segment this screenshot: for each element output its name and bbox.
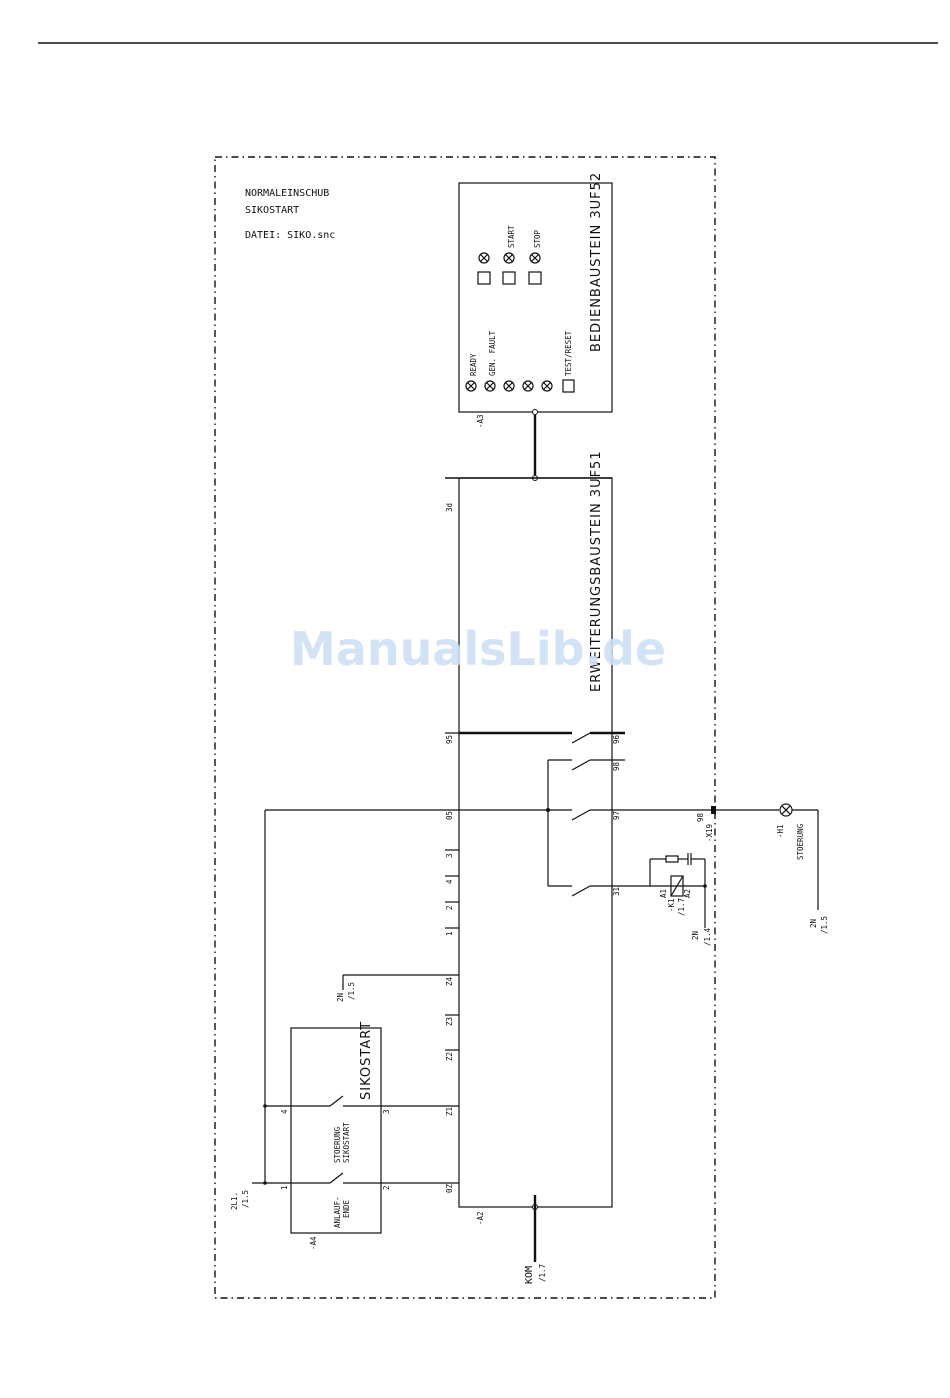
xref-l1-page: /1.5 <box>241 1190 250 1208</box>
terminal-0z: 0Z <box>445 1183 454 1193</box>
sikostart-contact-lower-blade <box>329 1172 344 1184</box>
terminal-4: 4 <box>445 879 454 884</box>
header-file-line: DATEI: SIKO.snc <box>245 230 335 241</box>
led-top-1-icon <box>478 252 490 264</box>
terminal-z2: Z2 <box>445 1052 454 1061</box>
header-title-line1: NORMALEINSCHUB <box>245 188 329 199</box>
terminal-98: 98 <box>612 761 621 771</box>
relay-k1-pin-a2: A2 <box>683 889 692 898</box>
label-test-reset: TEST/RESET <box>564 330 573 376</box>
terminal-97: 97 <box>612 811 621 820</box>
led-ready-icon <box>465 380 477 392</box>
module-a3-title: BEDIENBAUSTEIN 3UF52 <box>589 172 604 352</box>
button-test-reset-icon <box>562 379 575 393</box>
relay-k1-pin-a1: A1 <box>659 889 668 898</box>
led-4-icon <box>522 380 534 392</box>
label-stop: STOP <box>533 229 542 248</box>
label-gen-fault: GEN. FAULT <box>488 330 497 376</box>
sikostart-pin-3: 3 <box>382 1109 391 1114</box>
xref-n-h1: 2N <box>809 919 818 928</box>
lamp-h1-ref: -H1 <box>776 824 785 838</box>
contact-31-blade <box>571 885 591 897</box>
led-3-icon <box>503 380 515 392</box>
xref-kom: KOM <box>524 1266 535 1284</box>
header-title-line2: SIKOSTART <box>245 205 299 216</box>
xref-n-k1: 2N <box>691 931 700 940</box>
rc-resistor-icon <box>665 855 679 863</box>
xref-l1: 2L1. <box>230 1192 239 1210</box>
sikostart-ref: -A4 <box>309 1236 318 1250</box>
module-a2-ref: -A2 <box>476 1211 485 1225</box>
led-stop-icon <box>529 252 541 264</box>
sikostart-title: SIKOSTART <box>359 1021 374 1100</box>
button-start-icon <box>502 271 516 285</box>
terminal-3: 3 <box>445 853 454 858</box>
sikostart-contact-lower-label-1: ANLAUF- <box>333 1196 342 1228</box>
terminal-1: 1 <box>445 931 454 936</box>
sikostart-pin-4: 4 <box>280 1109 289 1114</box>
module-a2-title: ERWEITERUNGSBAUSTEIN 3UF51 <box>589 450 604 692</box>
terminal-05: 05 <box>445 811 454 820</box>
cabinet-frame <box>214 156 716 1299</box>
terminal-z3: Z3 <box>445 1017 454 1026</box>
label-start: START <box>507 225 516 248</box>
terminal-2: 2 <box>445 905 454 910</box>
button-stop-icon <box>528 271 542 285</box>
contact-97-blade <box>571 809 591 821</box>
terminal-96: 96 <box>612 734 621 744</box>
terminal-z1: Z1 <box>445 1107 454 1116</box>
led-gen-fault-icon <box>484 380 496 392</box>
relay-k1-ref: -K1 <box>667 898 676 912</box>
xref-n-h1-page: /1.5 <box>820 916 829 934</box>
terminal-x19-pin: 98 <box>696 812 705 822</box>
led-start-icon <box>503 252 515 264</box>
bus-terminal-top <box>532 409 538 415</box>
terminal-x19-icon <box>711 806 716 814</box>
xref-kom-page: /1.7 <box>538 1264 547 1282</box>
xref-n-mid: 2N <box>336 993 345 1002</box>
sikostart-contact-upper-blade <box>329 1095 344 1107</box>
led-row-top <box>478 252 541 264</box>
sikostart-pin-1: 1 <box>280 1185 289 1190</box>
relay-k1-coil-slash <box>670 875 684 897</box>
terminal-31: 31 <box>612 887 621 896</box>
sikostart-pin-2: 2 <box>382 1185 391 1190</box>
label-ready: READY <box>469 353 478 376</box>
lamp-h1-label: STOERUNG <box>796 823 805 860</box>
terminal-x19-ref: -X19 <box>705 824 714 842</box>
contact-95-96-blade <box>571 732 591 744</box>
terminal-95: 95 <box>445 735 454 744</box>
module-a3-ref: -A3 <box>476 414 485 428</box>
button-1-icon <box>477 271 491 285</box>
watermark: ManualsLib.de <box>290 622 666 676</box>
led-row-bottom <box>465 380 553 392</box>
sikostart-contact-upper-label-1: STOERUNG <box>333 1126 342 1163</box>
sikostart-contact-lower-label-2: ENDE <box>342 1199 351 1218</box>
contact-98-blade <box>571 759 591 771</box>
sikostart-box <box>290 1027 382 1234</box>
sikostart-contact-upper-label-2: SIKOSTART <box>342 1122 351 1163</box>
led-5-icon <box>541 380 553 392</box>
terminal-3d: 3d <box>445 503 454 512</box>
relay-k1-ref-page: /1.7 <box>677 898 686 916</box>
relay-k1-coil-icon <box>670 875 684 897</box>
lamp-h1-icon <box>779 803 793 817</box>
xref-n-k1-page: /1.4 <box>703 927 712 946</box>
junction-548-810 <box>546 808 550 812</box>
terminal-z4: Z4 <box>445 976 454 986</box>
xref-n-mid-page: /1.5 <box>347 982 356 1000</box>
